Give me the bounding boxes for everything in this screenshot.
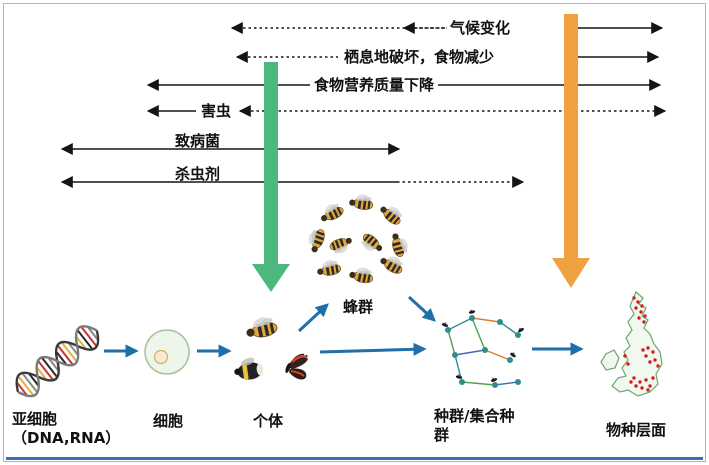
- orange-impact-arrow: [552, 14, 590, 288]
- level-label-population: 种群/集合种群: [434, 407, 515, 444]
- level-label-species: 物种层面: [605, 421, 666, 439]
- stressor-label-pathogens: 致病菌: [175, 132, 221, 150]
- level-label-subcellular: 亚细胞 （DNA,RNA）: [12, 410, 120, 448]
- bee-colony-icon: [302, 190, 412, 286]
- honeybee-icon: [242, 312, 280, 341]
- level-label-individual: 个体: [252, 412, 283, 430]
- stressor-label-pesticides: 杀虫剂: [175, 165, 221, 183]
- level-label-colony: 蜂群: [342, 298, 373, 316]
- stressor-label-pests: 害虫: [201, 102, 232, 120]
- dna-helix-icon: [15, 325, 100, 398]
- stressor-label-climate: 气候变化: [450, 19, 511, 37]
- arrow-individual-to-population: [319, 342, 427, 356]
- butterfly-icon: [285, 353, 309, 380]
- green-impact-arrow: [252, 62, 290, 292]
- level-label-cell: 细胞: [152, 412, 183, 430]
- individual-icon: [234, 312, 309, 380]
- stressor-label-nutrition: 食物营养质量下降: [314, 76, 435, 94]
- species-map-icon: [600, 291, 663, 397]
- cell-icon: [144, 329, 190, 375]
- arrow-colony-to-population: [407, 295, 436, 322]
- bottom-rule: [6, 457, 703, 460]
- arrow-individual-to-colony: [297, 303, 329, 333]
- level-label-subcellular-sub: （DNA,RNA）: [12, 428, 121, 447]
- level-label-subcellular-name: 亚细胞: [12, 410, 58, 428]
- population-network-icon: [440, 308, 526, 388]
- bumblebee-icon: [234, 357, 264, 380]
- stressor-label-habitat: 栖息地破坏，食物减少: [344, 48, 495, 66]
